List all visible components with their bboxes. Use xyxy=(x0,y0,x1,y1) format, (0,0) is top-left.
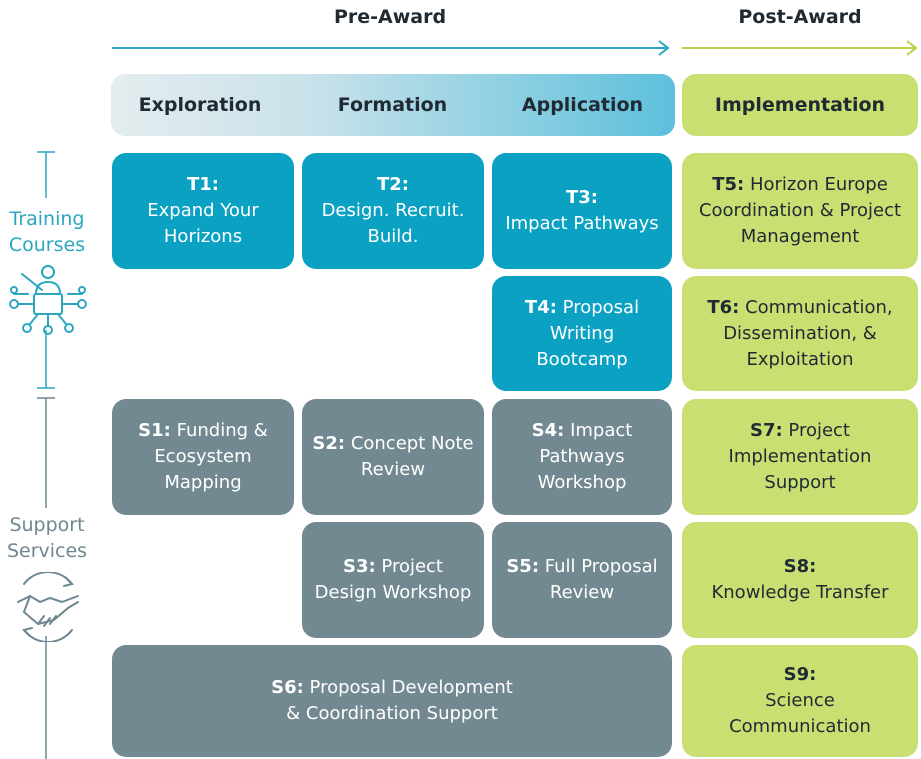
service-s4[interactable]: S4: Impact Pathways Workshop xyxy=(492,399,672,515)
service-s1[interactable]: S1: Funding & Ecosystem Mapping xyxy=(112,399,294,515)
service-title: Full Proposal Review xyxy=(544,556,658,603)
service-code: S6: xyxy=(271,677,304,698)
course-code: T6: xyxy=(707,296,740,318)
course-title: Communication, Dissemination, & Exploita… xyxy=(723,296,893,370)
course-title: Proposal Writing Bootcamp xyxy=(536,296,640,370)
phase-application: Application xyxy=(521,94,644,116)
service-title: Proposal Development & Coordination Supp… xyxy=(286,677,513,724)
course-t2[interactable]: T2: Design. Recruit. Build. xyxy=(302,153,484,269)
service-title: Project Design Workshop xyxy=(314,556,472,603)
service-title: Project Implementation Support xyxy=(728,420,872,493)
service-title: Impact Pathways Workshop xyxy=(537,420,633,493)
service-code: S3: xyxy=(342,556,376,577)
service-s5[interactable]: S5: Full Proposal Review xyxy=(492,522,672,638)
post-award-arrow xyxy=(682,40,918,56)
service-title: Funding & Ecosystem Mapping xyxy=(154,420,268,493)
service-s8[interactable]: S8: Knowledge Transfer xyxy=(682,522,918,638)
training-presenter-icon xyxy=(9,265,87,335)
service-code: S4: xyxy=(531,420,565,441)
course-title: Impact Pathways xyxy=(505,213,659,234)
phase-exploration: Exploration xyxy=(138,94,262,116)
course-t6[interactable]: T6: Communication, Dissemination, & Expl… xyxy=(682,276,918,391)
course-t4[interactable]: T4: Proposal Writing Bootcamp xyxy=(492,276,672,391)
service-s6[interactable]: S6: Proposal Development & Coordination … xyxy=(112,645,672,757)
service-code: S7: xyxy=(749,420,783,441)
course-t5[interactable]: T5: Horizon Europe Coordination & Projec… xyxy=(682,153,918,269)
pre-award-phase-bar xyxy=(111,74,675,136)
handshake-icon xyxy=(17,572,79,642)
service-title: Science Communication xyxy=(729,690,871,737)
service-s9[interactable]: S9: Science Communication xyxy=(682,645,918,757)
course-t3[interactable]: T3: Impact Pathways xyxy=(492,153,672,269)
phase-formation: Formation xyxy=(337,94,448,116)
course-code: T2: xyxy=(376,174,409,195)
course-title: Design. Recruit. Build. xyxy=(321,200,465,247)
side-timeline xyxy=(37,151,55,759)
support-services-label: Support Services xyxy=(6,514,88,562)
course-code: T1: xyxy=(186,174,219,195)
course-title: Expand Your Horizons xyxy=(147,200,259,247)
service-s2[interactable]: S2: Concept Note Review xyxy=(302,399,484,515)
course-code: T5: xyxy=(712,174,745,195)
timeline-arrows xyxy=(112,40,918,56)
phase-implementation: Implementation xyxy=(682,74,918,136)
service-code: S8: xyxy=(783,556,817,577)
course-title: Horizon Europe Coordination & Project Ma… xyxy=(698,174,902,247)
service-s3[interactable]: S3: Project Design Workshop xyxy=(302,522,484,638)
post-award-header: Post-Award xyxy=(738,6,862,28)
pre-award-header: Pre-Award xyxy=(333,6,447,28)
course-code: T3: xyxy=(565,187,598,208)
service-code: S9: xyxy=(783,664,817,685)
service-title: Knowledge Transfer xyxy=(711,582,889,603)
service-code: S1: xyxy=(138,420,171,441)
service-code: S2: xyxy=(312,433,346,454)
course-code: T4: xyxy=(524,296,557,318)
service-title: Concept Note Review xyxy=(350,433,474,480)
service-code: S5: xyxy=(506,556,540,577)
course-t1[interactable]: T1: Expand Your Horizons xyxy=(112,153,294,269)
service-s7[interactable]: S7: Project Implementation Support xyxy=(682,399,918,515)
pre-award-arrow xyxy=(112,40,670,56)
training-courses-label: Training Courses xyxy=(8,208,86,256)
